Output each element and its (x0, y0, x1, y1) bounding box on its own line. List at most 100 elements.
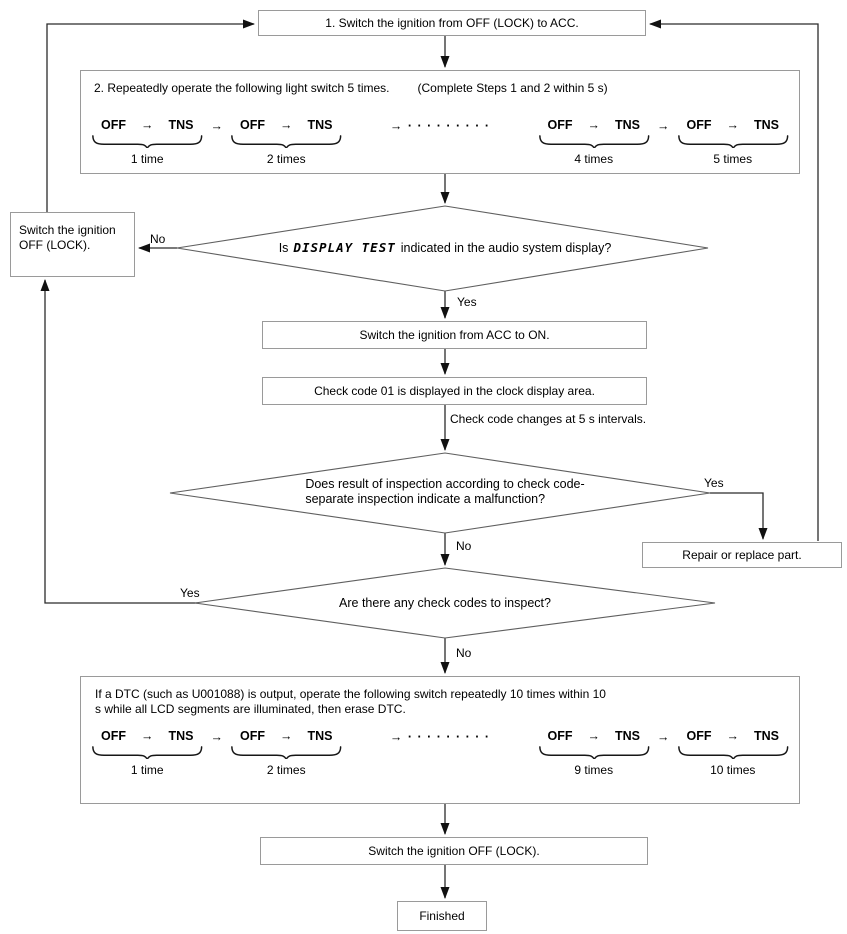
check-code-box: Check code 01 is displayed in the clock … (262, 377, 647, 405)
ellipsis-arrow-icon: → · · · · · · · · · (389, 119, 491, 133)
finished-box: Finished (397, 901, 487, 931)
cycle-group-1: OFF → TNS 1 time (91, 118, 204, 167)
step2-note: (Complete Steps 1 and 2 within 5 s) (417, 81, 608, 95)
interval-note: Check code changes at 5 s intervals. (450, 412, 647, 426)
edge-loop-repair-to-step1 (649, 19, 819, 541)
cycle-count: 2 times (266, 152, 306, 166)
underbrace-icon (230, 746, 343, 759)
ellipsis-arrow-icon: → · · · · · · · · · (389, 730, 491, 744)
off-label: OFF (547, 118, 573, 132)
tns-label: TNS (754, 118, 779, 132)
step1-text: 1. Switch the ignition from OFF (LOCK) t… (325, 15, 579, 30)
off-label: OFF (547, 729, 573, 743)
edge-label-no-malfunction: No (456, 539, 472, 553)
edge-label-no-codes: No (456, 646, 472, 660)
cycle-group-4: OFF → TNS 5 times (677, 118, 790, 167)
off-label: OFF (686, 729, 712, 743)
cycle-count: 2 times (266, 763, 306, 777)
ignition-off-side-box: Switch the ignition OFF (LOCK). (10, 212, 135, 277)
cycle-group-2: OFF → TNS 2 times (230, 729, 343, 778)
edge-loop-left-to-step1 (46, 19, 255, 212)
cycle-count: 1 time (130, 763, 164, 777)
acc-to-on-text: Switch the ignition from ACC to ON. (359, 327, 550, 342)
arrow-icon: → (657, 119, 670, 133)
underbrace-icon (538, 135, 651, 148)
cycle-count: 10 times (710, 763, 756, 777)
acc-to-on-box: Switch the ignition from ACC to ON. (262, 321, 647, 349)
cycle-count: 1 time (130, 152, 164, 166)
off-label: OFF (101, 729, 126, 743)
tns-label: TNS (168, 729, 194, 743)
edge-decision-codes-yes-loop (40, 279, 213, 604)
dtc-box: If a DTC (such as U001088) is output, op… (80, 676, 800, 804)
decision-codes-text: Are there any check codes to inspect? (195, 596, 695, 611)
q-malfunction-line1: Does result of inspection according to c… (305, 477, 585, 491)
arrow-icon: → (280, 729, 293, 743)
edge-label-yes-display: Yes (457, 295, 477, 309)
decision-malfunction-text: Does result of inspection according to c… (172, 477, 718, 507)
off-label: OFF (240, 118, 265, 132)
decision-codes-shape (194, 567, 716, 639)
arrow-icon: → (141, 729, 154, 743)
cycle-count: 9 times (574, 763, 614, 777)
underbrace-icon (538, 746, 651, 759)
off-label: OFF (101, 118, 126, 132)
tns-label: TNS (307, 729, 333, 743)
switch-sequence-5: OFF → TNS 1 time → OFF → TNS 2 times → ·… (81, 118, 799, 167)
ignition-off-final-box: Switch the ignition OFF (LOCK). (260, 837, 648, 865)
decision-display-shape (176, 205, 709, 292)
arrow-icon: → (280, 118, 293, 132)
tns-label: TNS (168, 118, 194, 132)
dtc-line1: If a DTC (such as U001088) is output, op… (95, 687, 606, 701)
cycle-group-3: OFF → TNS 9 times (538, 729, 651, 778)
q-malfunction-line2: separate inspection indicate a malfuncti… (305, 492, 546, 506)
underbrace-icon (230, 135, 343, 148)
off-label: OFF (240, 729, 265, 743)
repair-box: Repair or replace part. (642, 542, 842, 568)
lcd-display-test-text: DISPLAY TEST (293, 240, 396, 255)
edge-label-yes-codes: Yes (180, 586, 200, 600)
underbrace-icon (91, 135, 204, 148)
underbrace-icon (677, 746, 790, 759)
dtc-line2: s while all LCD segments are illuminated… (95, 702, 406, 716)
q-codes-text: Are there any check codes to inspect? (339, 596, 551, 610)
cycle-group-2: OFF → TNS 2 times (230, 118, 343, 167)
check-code-text: Check code 01 is displayed in the clock … (314, 383, 595, 398)
cycle-group-1: OFF → TNS 1 time (91, 729, 204, 778)
cycle-count: 4 times (574, 152, 614, 166)
edge-label-no-display: No (150, 232, 166, 246)
tns-label: TNS (307, 118, 333, 132)
repair-text: Repair or replace part. (682, 547, 802, 562)
step2-box: 2. Repeatedly operate the following ligh… (80, 70, 800, 174)
edge-decision-malfunction-yes (710, 492, 768, 540)
switch-sequence-10: OFF → TNS 1 time → OFF → TNS 2 times → ·… (81, 729, 799, 778)
tns-label: TNS (615, 729, 640, 743)
q-display-post: indicated in the audio system display? (400, 241, 612, 255)
arrow-icon: → (726, 118, 740, 132)
arrow-icon: → (141, 118, 154, 132)
ignition-off-side-text: Switch the ignition OFF (LOCK). (19, 223, 116, 252)
cycle-group-4: OFF → TNS 10 times (677, 729, 790, 778)
underbrace-icon (677, 135, 790, 148)
arrow-icon: → (210, 119, 224, 133)
tns-label: TNS (754, 729, 779, 743)
off-label: OFF (686, 118, 712, 132)
tns-label: TNS (615, 118, 640, 132)
q-display-pre: Is (278, 241, 289, 255)
cycle-count: 5 times (713, 152, 753, 166)
ignition-off-final-text: Switch the ignition OFF (LOCK). (368, 843, 540, 858)
arrow-icon: → (587, 729, 601, 743)
decision-display-text: Is DISPLAY TEST indicated in the audio sys… (172, 240, 718, 256)
arrow-icon: → (210, 730, 224, 744)
arrow-icon: → (587, 118, 601, 132)
step2-title: 2. Repeatedly operate the following ligh… (94, 81, 390, 95)
cycle-group-3: OFF → TNS 4 times (538, 118, 651, 167)
finished-text: Finished (419, 908, 465, 923)
underbrace-icon (91, 746, 204, 759)
arrow-icon: → (657, 730, 670, 744)
arrow-icon: → (726, 729, 740, 743)
decision-malfunction-shape (169, 452, 711, 534)
step1-box: 1. Switch the ignition from OFF (LOCK) t… (258, 10, 646, 36)
